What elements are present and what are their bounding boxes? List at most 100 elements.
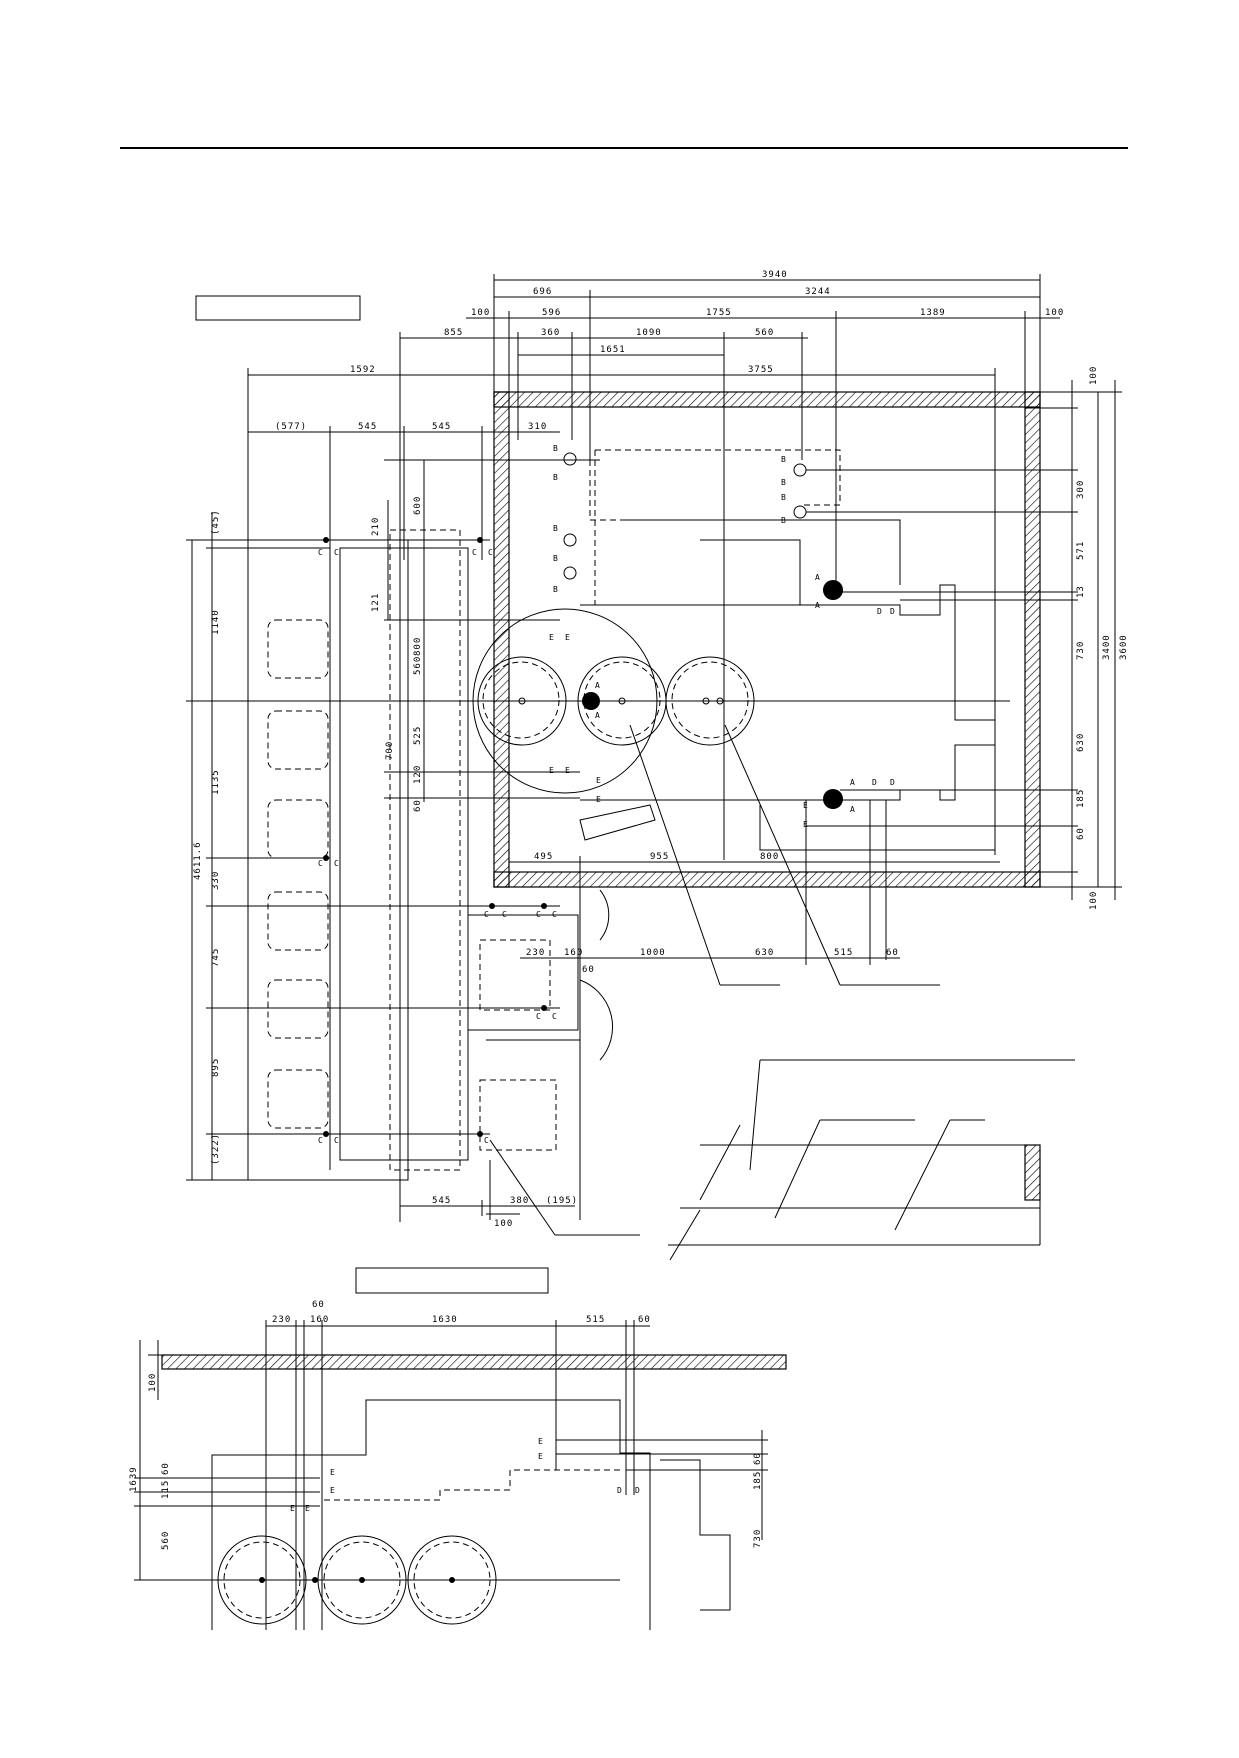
elev-marker-e-6: E [305, 1504, 310, 1513]
dim-100-left: 100 [471, 308, 490, 318]
dim-13: 13 [1076, 585, 1086, 598]
marker-a-1: A [815, 573, 820, 582]
marker-c-11: C [536, 1012, 541, 1021]
dim-545-a: 545 [358, 422, 377, 432]
marker-a-6: A [850, 805, 855, 814]
elevation-view: 230 60 160 1630 515 60 1639 100 60 115 5… [129, 1300, 787, 1630]
dim-310: 310 [528, 422, 547, 432]
elev-dim-60-left: 60 [161, 1462, 171, 1475]
elev-dim-60-top: 60 [312, 1300, 325, 1310]
dim-1140: 1140 [211, 609, 221, 635]
dim-560-inner: 560 [413, 656, 423, 675]
dim-1592: 1592 [350, 365, 376, 375]
dim-560: 560 [755, 328, 774, 338]
dim-1651: 1651 [600, 345, 626, 355]
elev-dim-100: 100 [148, 1373, 158, 1392]
elevation-ceiling [161, 1354, 787, 1370]
dim-300: 300 [1076, 480, 1086, 499]
left-equipment-column [247, 529, 469, 1181]
dim-630-bottom: 630 [755, 948, 774, 958]
stack-unit [267, 891, 329, 951]
elev-marker-d-2: D [635, 1486, 640, 1495]
marker-c-9: C [536, 910, 541, 919]
marker-b-1: B [553, 444, 558, 453]
marker-c-13: C [318, 1136, 323, 1145]
dim-60-inner: 60 [413, 799, 423, 812]
stack-unit [267, 979, 329, 1039]
elev-marker-e-3: E [330, 1468, 335, 1477]
marker-b-8: B [781, 493, 786, 502]
dim-1389: 1389 [920, 308, 946, 318]
plan-inner-left-dimensions: 600 210 121 800 560 525 700 120 60 [371, 459, 600, 812]
dim-100-right-bottom: 100 [1089, 891, 1099, 910]
dim-3755: 3755 [748, 365, 774, 375]
elevation-markers: E E E E E E D D [290, 1437, 640, 1513]
elev-marker-e-1: E [538, 1437, 543, 1446]
marker-b-6: B [781, 455, 786, 464]
main-port-a [582, 692, 600, 710]
marker-a-2: A [815, 601, 820, 610]
dim-1090: 1090 [636, 328, 662, 338]
dim-360: 360 [541, 328, 560, 338]
marker-b-5: B [553, 585, 558, 594]
dim-600: 600 [413, 496, 423, 515]
marker-a-3: A [595, 681, 600, 690]
dim-525: 525 [413, 726, 423, 745]
marker-c-5: C [318, 859, 323, 868]
stack-unit [267, 619, 329, 679]
marker-c-3: C [472, 548, 477, 557]
marker-e-3: E [549, 766, 554, 775]
marker-c-14: C [334, 1136, 339, 1145]
port-a-upper [823, 580, 843, 600]
plan-view: 3940 696 3244 100 596 1755 1389 100 855 … [186, 270, 1129, 1261]
marker-e-5: E [596, 776, 601, 785]
dim-1000: 1000 [640, 948, 666, 958]
marker-c-12: C [552, 1012, 557, 1021]
dim-730: 730 [1076, 641, 1086, 660]
marker-b-7: B [781, 478, 786, 487]
elev-marker-e-5: E [290, 1504, 295, 1513]
dim-515: 515 [834, 948, 853, 958]
marker-d-4: D [890, 778, 895, 787]
elev-dim-230: 230 [272, 1315, 291, 1325]
dim-1755: 1755 [706, 308, 732, 318]
stack-unit [267, 710, 329, 770]
dim-160: 160 [564, 948, 583, 958]
room-walls [493, 391, 1041, 888]
marker-b-4: B [553, 554, 558, 563]
central-equipment [467, 449, 996, 1220]
marker-c-15: C [484, 1136, 489, 1145]
marker-c-7: C [484, 910, 489, 919]
dim-577: (577) [275, 422, 307, 432]
marker-b-2: B [553, 473, 558, 482]
elev-dim-1630: 1630 [432, 1315, 458, 1325]
dim-100-right: 100 [1045, 308, 1064, 318]
dim-895: 895 [211, 1058, 221, 1077]
marker-d-2: D [890, 607, 895, 616]
dim-100-right-top: 100 [1089, 366, 1099, 385]
marker-e-8: E [803, 820, 808, 829]
marker-c-8: C [502, 910, 507, 919]
elev-dim-115: 115 [161, 1480, 171, 1499]
dim-322: (322) [211, 1133, 221, 1165]
marker-a-4: A [595, 711, 600, 720]
elev-dim-185: 185 [753, 1471, 763, 1490]
dim-745: 745 [211, 948, 221, 967]
elev-dim-1639: 1639 [129, 1466, 139, 1492]
marker-e-6: E [596, 795, 601, 804]
dim-3600: 3600 [1119, 634, 1129, 660]
dim-185: 185 [1076, 789, 1086, 808]
elev-dim-730: 730 [753, 1529, 763, 1548]
dim-3940: 3940 [762, 270, 788, 280]
dim-60-bottom-a: 60 [582, 965, 595, 975]
marker-e-7: E [803, 801, 808, 810]
dim-700: 700 [385, 741, 395, 760]
dim-230: 230 [526, 948, 545, 958]
plan-right-dimensions: 100 300 571 13 730 630 185 60 100 3400 3… [806, 366, 1129, 910]
marker-c-2: C [334, 548, 339, 557]
port-a-lower [823, 789, 843, 809]
dim-330: 330 [211, 871, 221, 890]
dim-3244: 3244 [805, 287, 831, 297]
